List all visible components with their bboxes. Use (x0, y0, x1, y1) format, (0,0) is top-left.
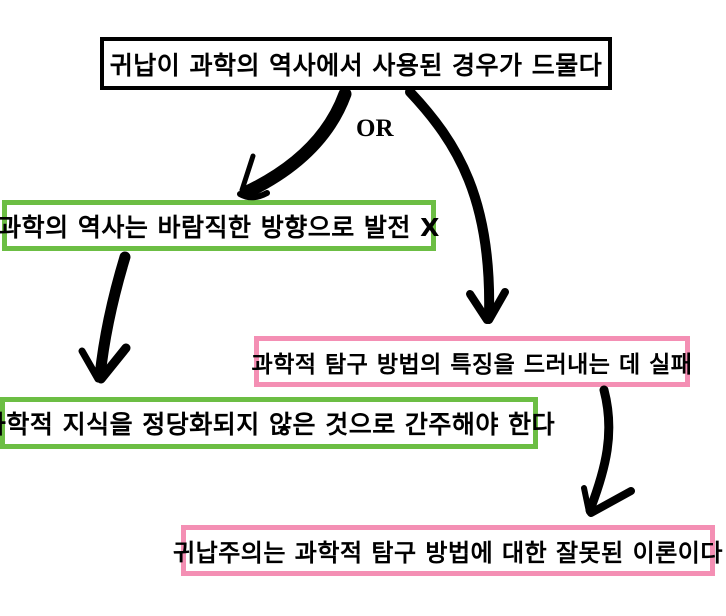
node-history-no-progress: 과학의 역사는 바람직한 방향으로 발전 X (0, 200, 439, 251)
node-knowledge-unjustified-label: 과학적 지식을 정당화되지 않은 것으로 간주해야 한다 (0, 410, 556, 439)
arrow-premise-to-history-no-progress (237, 87, 352, 201)
node-method-fail: 과학적 탐구 방법의 특징을 드러내는 데 실패 (251, 336, 693, 387)
node-method-fail-label: 과학적 탐구 방법의 특징을 드러내는 데 실패 (251, 351, 693, 378)
or-label: OR (356, 115, 394, 142)
node-inductivism-wrong: 귀납주의는 과학적 탐구 방법에 대한 잘못된 이론이다 (173, 525, 722, 576)
node-premise: 귀납이 과학의 역사에서 사용된 경우가 드물다 (100, 37, 612, 90)
node-knowledge-unjustified: 과학적 지식을 정당화되지 않은 것으로 간주해야 한다 (0, 397, 555, 449)
node-inductivism-wrong-label: 귀납주의는 과학적 탐구 방법에 대한 잘못된 이론이다 (173, 539, 723, 567)
arrow-history-to-knowledge-unjustified (78, 251, 131, 384)
node-history-no-progress-label: 과학의 역사는 바람직한 방향으로 발전 X (0, 212, 440, 242)
arrow-method-fail-to-inductivism-wrong (581, 385, 635, 517)
node-premise-label: 귀납이 과학의 역사에서 사용된 경우가 드물다 (109, 50, 603, 80)
